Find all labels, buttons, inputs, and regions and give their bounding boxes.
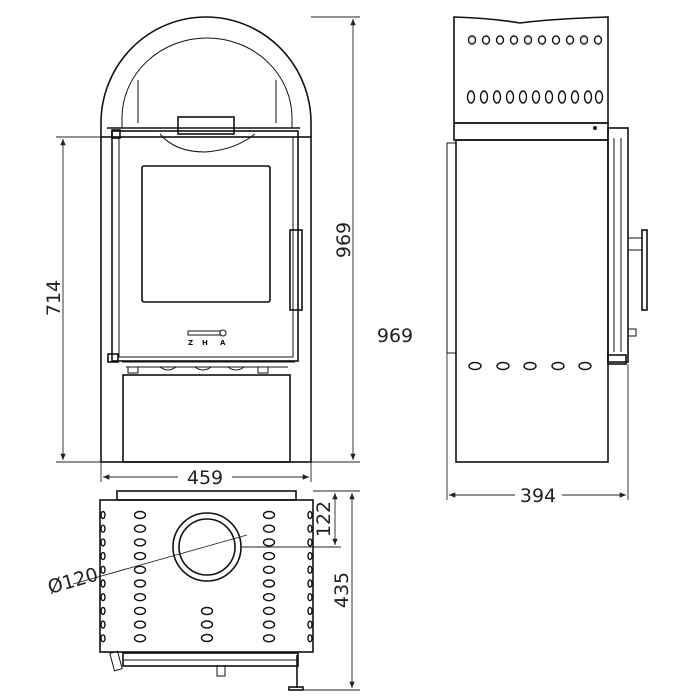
vent-hole bbox=[262, 565, 276, 574]
vent-hole bbox=[307, 551, 313, 561]
side-handle bbox=[641, 229, 648, 311]
vent-hole bbox=[133, 565, 147, 574]
vent-hole bbox=[100, 593, 106, 602]
vent-hole bbox=[100, 510, 106, 520]
vent-hole bbox=[133, 593, 147, 602]
control-label-a: A bbox=[220, 339, 226, 347]
vent-hole bbox=[307, 538, 313, 547]
vent-hole bbox=[262, 551, 276, 561]
vent-hole bbox=[262, 524, 276, 533]
flue-collar bbox=[178, 518, 236, 576]
vent-hole bbox=[262, 634, 276, 643]
side-door bbox=[607, 127, 629, 363]
baffle-outline bbox=[159, 133, 256, 153]
vent-hole bbox=[307, 510, 313, 520]
front-view: Z H A 969 714 459 bbox=[43, 16, 360, 489]
side-depth-dimension: 394 bbox=[520, 485, 556, 507]
vent-hole bbox=[100, 620, 106, 629]
vent-hole bbox=[100, 524, 106, 533]
vent-hole bbox=[100, 538, 106, 547]
control-label-h: H bbox=[202, 339, 208, 347]
top-vent-holes-row-2 bbox=[466, 90, 604, 104]
door-height-dimension: 714 bbox=[43, 280, 65, 316]
vent-hole bbox=[307, 524, 313, 533]
control-label-z: Z bbox=[188, 339, 193, 347]
vent-hole bbox=[200, 620, 214, 629]
side-body bbox=[455, 139, 609, 463]
flue-offset-dimension: 122 bbox=[313, 501, 335, 537]
front-body bbox=[100, 136, 312, 463]
hinge bbox=[107, 353, 119, 363]
vent-hole bbox=[307, 593, 313, 602]
vent-hole bbox=[133, 524, 147, 533]
vent-hole bbox=[100, 606, 106, 616]
vent-hole bbox=[262, 510, 276, 520]
vent-hole bbox=[307, 634, 313, 643]
hinge bbox=[111, 129, 121, 139]
vent-hole bbox=[262, 579, 276, 588]
front-arch-inner bbox=[121, 37, 293, 128]
vent-hole bbox=[133, 634, 147, 643]
vent-hole bbox=[100, 634, 106, 643]
vent-hole bbox=[133, 579, 147, 588]
top-plate bbox=[116, 490, 297, 501]
vent-hole bbox=[133, 538, 147, 547]
front-width-dimension: 459 bbox=[187, 467, 223, 489]
grate bbox=[122, 361, 295, 374]
vent-hole bbox=[100, 551, 106, 561]
side-band bbox=[453, 122, 609, 141]
vent-hole bbox=[262, 593, 276, 602]
vent-hole bbox=[262, 538, 276, 547]
vent-hole bbox=[200, 606, 214, 616]
vent-hole bbox=[200, 633, 214, 643]
flue-outer bbox=[172, 512, 242, 582]
top-latch bbox=[177, 116, 235, 135]
top-depth-dimension: 435 bbox=[331, 572, 353, 608]
top-vent-holes-row-1 bbox=[467, 35, 603, 45]
vent-hole bbox=[133, 510, 147, 520]
side-vent-holes bbox=[468, 361, 592, 371]
vent-hole bbox=[307, 620, 313, 629]
vent-hole bbox=[133, 620, 147, 629]
vent-hole bbox=[133, 606, 147, 616]
top-body bbox=[99, 499, 314, 653]
vent-hole bbox=[100, 579, 106, 588]
door-handle bbox=[289, 229, 303, 311]
door-glass bbox=[141, 165, 271, 303]
front-height-dimension: 969 bbox=[333, 222, 355, 258]
vent-hole bbox=[307, 579, 313, 588]
vent-hole bbox=[262, 620, 276, 629]
vent-hole bbox=[307, 565, 313, 574]
side-view: 969 394 bbox=[377, 16, 648, 507]
front-base bbox=[122, 374, 291, 463]
side-height-dimension: 969 bbox=[377, 325, 413, 347]
vent-hole bbox=[133, 551, 147, 561]
door-frame bbox=[111, 130, 299, 362]
flue-diameter-dimension: Ø120 bbox=[45, 564, 100, 599]
front-arch-outer bbox=[100, 16, 312, 137]
top-vent-holes bbox=[100, 510, 313, 643]
top-view: Ø120 122 435 bbox=[45, 490, 360, 691]
vent-hole bbox=[100, 565, 106, 574]
air-control: Z H A bbox=[187, 329, 227, 347]
side-top-cover bbox=[453, 16, 609, 124]
vent-hole bbox=[262, 606, 276, 616]
vent-hole bbox=[307, 606, 313, 616]
side-back-panel bbox=[446, 142, 457, 354]
